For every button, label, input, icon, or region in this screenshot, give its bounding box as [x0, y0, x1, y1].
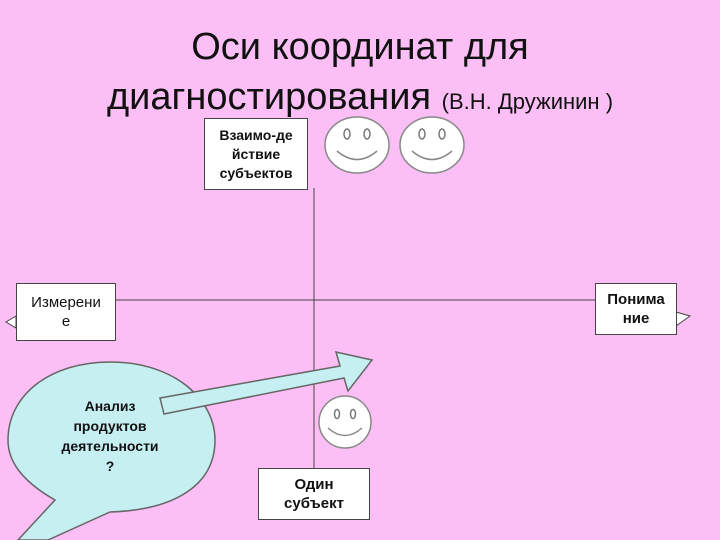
top-label-line-2: йствие	[231, 145, 281, 162]
left-callout-tail	[5, 315, 17, 329]
bubble-line-3: деятельности	[61, 438, 159, 454]
left-axis-label: Измерени е	[16, 283, 116, 341]
slide-title: Оси координат для диагностирования (В.Н.…	[0, 22, 720, 127]
smiley-face-icon	[324, 116, 390, 174]
bottom-axis-label: Один субъект	[258, 468, 370, 520]
right-axis-label: Понима ние	[595, 283, 677, 335]
bubble-line-2: продуктов	[73, 418, 147, 434]
top-label-line-3: субъектов	[219, 164, 293, 181]
bottom-label-line-2: субъект	[284, 495, 344, 512]
bottom-label-line-1: Один	[294, 476, 334, 493]
right-label-line-1: Понима	[607, 291, 665, 308]
smiley-face-icon	[399, 116, 465, 174]
direction-arrow	[159, 350, 374, 415]
title-line-2: диагностирования	[106, 76, 432, 118]
right-label-line-2: ние	[622, 310, 650, 327]
bubble-line-4: ?	[105, 458, 115, 474]
left-label-line-2: е	[61, 313, 71, 330]
bubble-line-1: Анализ	[84, 398, 136, 414]
analysis-bubble-text: Анализ продуктов деятельности ?	[40, 396, 180, 476]
right-callout-tail	[675, 311, 692, 327]
title-author: (В.Н. Дружинин )	[441, 89, 614, 114]
top-label-line-1: Взаимо-де	[219, 126, 293, 143]
title-line-1: Оси координат для	[191, 26, 529, 68]
smiley-face-icon	[318, 395, 372, 449]
left-label-line-1: Измерени	[31, 294, 101, 311]
top-axis-label: Взаимо-де йствие субъектов	[204, 118, 308, 190]
